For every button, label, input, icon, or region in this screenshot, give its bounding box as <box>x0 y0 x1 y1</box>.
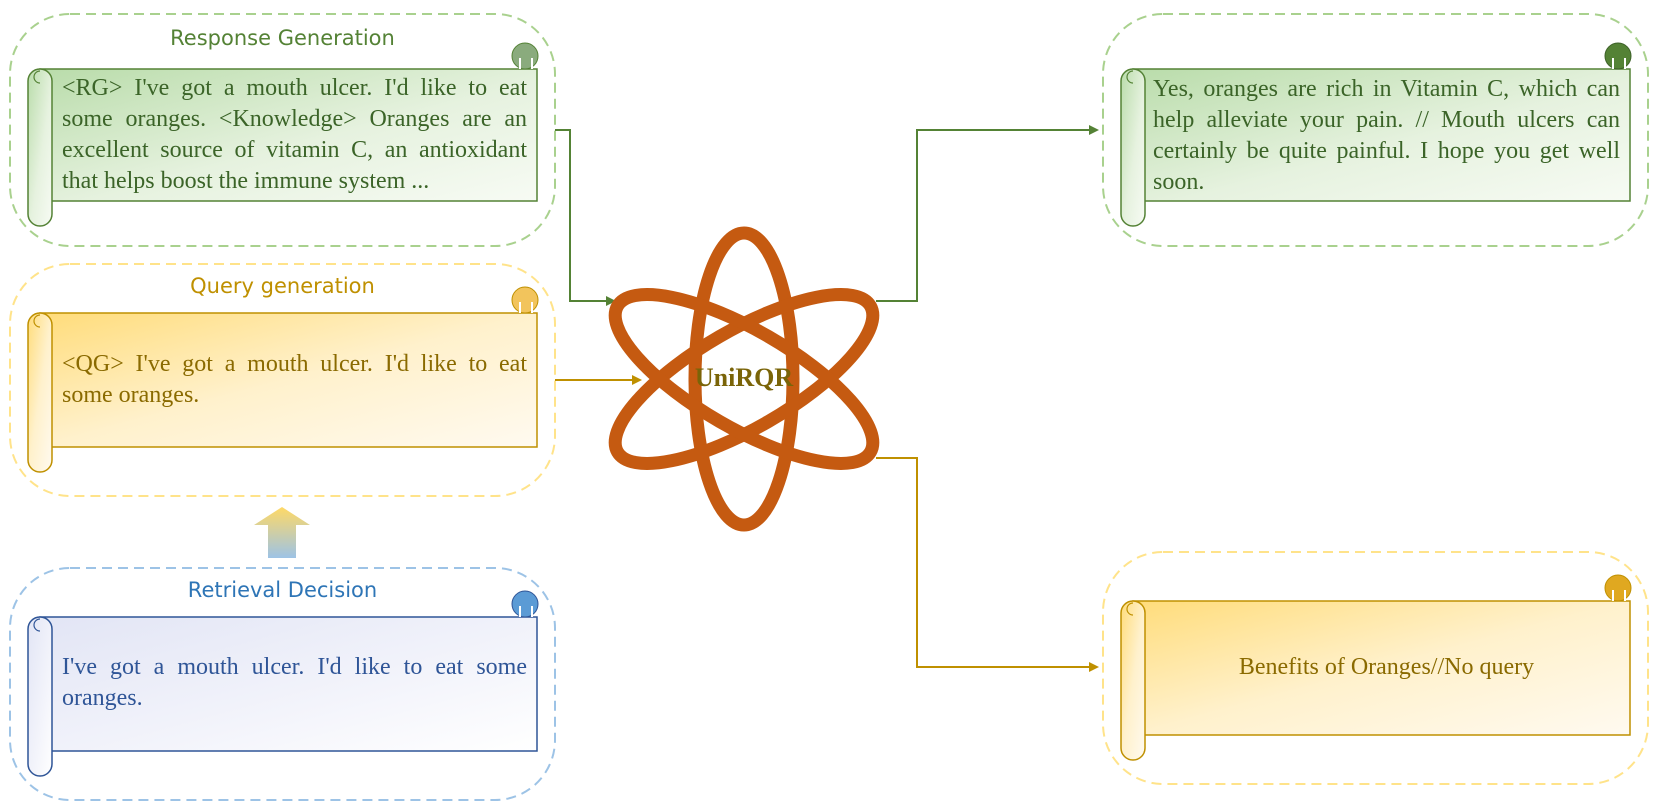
query-output-text: Benefits of Oranges//No query <box>1238 654 1535 680</box>
connector-arrows <box>555 125 1099 672</box>
unirqr-label: UniRQR <box>694 363 794 392</box>
center-to-response-arrow <box>876 125 1099 302</box>
retrieval-decision-panel <box>9 567 556 801</box>
retrieval-decision-title: Retrieval Decision <box>187 578 378 602</box>
scroll-shape-query-output <box>1120 574 1632 761</box>
scroll-shape-rg <box>27 42 539 227</box>
query-generation-panel <box>9 263 556 497</box>
response-generation-panel <box>9 13 556 247</box>
scroll-shape-qg <box>27 286 539 473</box>
response-output-text: Yes, oranges are rich in Vitamin C, whic… <box>1153 76 1620 195</box>
response-generation-title: Response Generation <box>170 26 395 50</box>
query-generation-text: <QG> I've got a mouth ulcer. I'd like to… <box>62 351 527 408</box>
center-to-query-arrow <box>876 457 1099 672</box>
rg-to-center-arrow <box>555 129 616 306</box>
scroll-shape-rd <box>27 590 539 777</box>
query-output-panel <box>1102 551 1649 785</box>
response-output-panel <box>1102 13 1649 247</box>
up-arrow-icon <box>254 507 310 558</box>
scroll-shape-response-output <box>1120 42 1632 227</box>
atom-icon <box>608 226 880 532</box>
query-generation-title: Query generation <box>190 274 375 298</box>
retrieval-decision-text: I've got a mouth ulcer. I'd like to eat … <box>62 654 527 711</box>
response-generation-text: <RG> I've got a mouth ulcer. I'd like to… <box>62 75 527 194</box>
